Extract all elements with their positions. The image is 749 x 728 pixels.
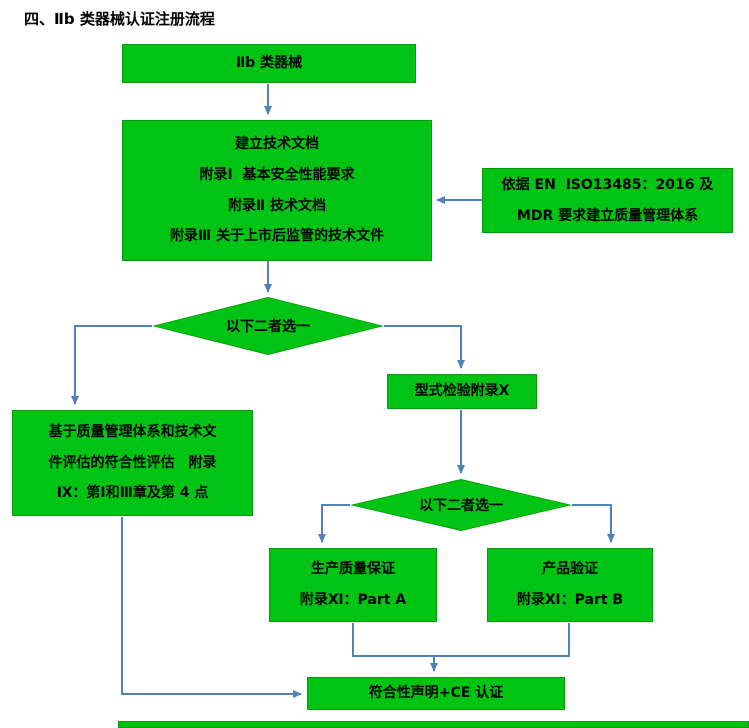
tech-doc-line: 附录Ⅱ 技术文档 <box>227 197 327 214</box>
production-qa-line: 附录Ⅺ：Part A <box>299 592 407 608</box>
product-verification-line: 附录Ⅺ：Part B <box>516 592 624 608</box>
conformity-line: 件评估的符合性评估 附录 <box>48 454 217 471</box>
decision-1: 以下二者选一 <box>152 297 384 355</box>
decision-1-label: 以下二者选一 <box>226 319 310 335</box>
qms-line: MDR 要求建立质量管理体系 <box>516 207 699 224</box>
connector-production-qa-merge <box>352 623 434 657</box>
conformity-line: Ⅸ：第Ⅰ和Ⅲ章及第 4 点 <box>56 485 209 502</box>
connector-product-verification-merge <box>434 623 570 657</box>
qms-line: 依据 EN ISO13485：2016 及 <box>501 176 714 193</box>
arrow-decision2-to-production-qa <box>318 504 350 543</box>
type-exam-box: 型式检验附录Ⅹ <box>387 374 537 409</box>
arrow-decision1-to-conformity <box>71 325 152 405</box>
tech-doc-line: 附录Ⅲ 关于上市后监管的技术文件 <box>169 228 385 245</box>
arrow-decision2-to-product-verification <box>572 504 615 543</box>
product-verification-box: 产品验证 附录Ⅺ：Part B <box>487 548 653 622</box>
tech-doc-box: 建立技术文档 附录Ⅰ 基本安全性能要求 附录Ⅱ 技术文档 附录Ⅲ 关于上市后监管… <box>122 120 432 261</box>
decision-2: 以下二者选一 <box>350 479 572 531</box>
production-qa-line: 生产质量保证 <box>311 561 395 578</box>
page-title: 四、Ⅱb 类器械认证注册流程 <box>24 10 215 28</box>
tech-doc-line: 建立技术文档 <box>235 135 319 152</box>
product-verification-line: 产品验证 <box>542 561 598 578</box>
production-qa-box: 生产质量保证 附录Ⅺ：Part A <box>269 548 437 622</box>
conformity-assessment-box: 基于质量管理体系和技术文 件评估的符合性评估 附录 Ⅸ：第Ⅰ和Ⅲ章及第 4 点 <box>12 410 253 516</box>
qms-box: 依据 EN ISO13485：2016 及 MDR 要求建立质量管理体系 <box>482 168 733 233</box>
bottom-partial-box <box>118 721 749 728</box>
declaration-label: 符合性声明+CE 认证 <box>368 685 504 702</box>
decision-2-label: 以下二者选一 <box>419 498 503 514</box>
start-box-label: Ⅱb 类器械 <box>235 55 303 72</box>
start-box: Ⅱb 类器械 <box>122 44 416 83</box>
arrow-decision1-to-type-exam <box>384 325 465 369</box>
tech-doc-line: 附录Ⅰ 基本安全性能要求 <box>199 166 355 183</box>
conformity-line: 基于质量管理体系和技术文 <box>48 423 217 440</box>
declaration-box: 符合性声明+CE 认证 <box>307 677 565 710</box>
type-exam-label: 型式检验附录Ⅹ <box>414 383 510 400</box>
